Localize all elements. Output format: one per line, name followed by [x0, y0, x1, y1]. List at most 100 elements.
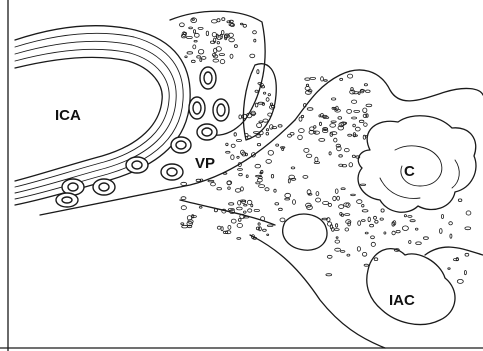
stipple-dot — [229, 203, 234, 205]
stipple-dot — [415, 228, 418, 230]
stipple-dot — [336, 224, 338, 228]
stipple-dot — [259, 185, 265, 188]
stipple-dot — [404, 215, 406, 217]
label-c: C — [404, 163, 415, 180]
stipple-dot — [219, 54, 224, 56]
stipple-dot — [185, 56, 187, 58]
stipple-dot — [231, 219, 236, 223]
stipple-dot — [331, 121, 336, 123]
stipple-dot — [466, 211, 471, 215]
stipple-dot — [266, 132, 269, 135]
stipple-dot — [423, 237, 428, 240]
stipple-dot — [363, 108, 367, 113]
stipple-dot — [181, 223, 184, 225]
stipple-dot — [363, 114, 367, 117]
stipple-dot — [323, 201, 329, 204]
stipple-dot — [332, 228, 335, 232]
label-vp: VP — [195, 155, 215, 172]
stipple-dot — [362, 204, 364, 207]
stipple-dot — [255, 164, 261, 168]
stipple-dot — [349, 163, 353, 167]
stipple-dot — [291, 167, 295, 169]
stipple-dot — [392, 231, 395, 235]
stipple-dot — [254, 39, 256, 42]
stipple-dot — [247, 200, 252, 204]
stipple-dot — [361, 220, 365, 222]
stipple-dot — [314, 131, 320, 134]
stipple-dot — [199, 206, 202, 208]
stipple-dot — [181, 206, 186, 210]
stipple-dot — [340, 78, 343, 80]
stipple-dot — [306, 84, 308, 86]
stipple-dot — [280, 218, 285, 222]
stipple-dot — [339, 155, 343, 157]
stipple-dot — [344, 148, 349, 151]
stipple-dot — [226, 231, 231, 234]
stipple-dot — [320, 122, 322, 125]
stipple-dot — [359, 120, 364, 122]
stipple-dot — [246, 175, 248, 178]
stipple-dot — [257, 143, 260, 145]
stipple-dot — [198, 49, 203, 54]
stipple-dot — [275, 203, 279, 205]
stipple-dot — [250, 54, 255, 58]
stipple-dot — [362, 252, 366, 256]
stipple-dot — [314, 162, 319, 164]
stipple-dot — [226, 151, 230, 153]
stipple-dot — [272, 127, 277, 129]
stipple-dot — [327, 255, 332, 258]
stipple-dot — [221, 227, 223, 231]
stipple-dot — [256, 175, 262, 177]
stipple-dot — [237, 223, 242, 227]
stipple-dot — [360, 184, 365, 186]
stipple-dot — [231, 144, 235, 147]
stipple-dot — [259, 121, 263, 123]
stipple-dot — [347, 109, 352, 113]
stipple-dot — [337, 196, 340, 200]
stipple-dot — [220, 60, 225, 64]
stipple-dot — [334, 138, 337, 142]
stipple-dot — [358, 221, 361, 226]
stipple-dot — [365, 232, 368, 234]
stipple-dot — [354, 110, 360, 112]
stipple-dot — [254, 132, 260, 134]
stipple-dot — [271, 174, 273, 178]
stipple-dot — [267, 225, 273, 227]
stipple-dot — [328, 203, 331, 206]
stipple-dot — [305, 78, 310, 80]
stipple-dot — [238, 169, 243, 171]
stipple-dot — [357, 200, 362, 204]
stipple-dot — [238, 219, 241, 222]
stipple-dot — [310, 77, 316, 79]
stipple-dot — [228, 225, 231, 229]
stipple-dot — [230, 54, 233, 58]
label-iac: IAC — [389, 292, 415, 309]
stipple-dot — [187, 52, 193, 54]
stipple-dot — [198, 27, 203, 29]
stipple-dot — [211, 20, 217, 23]
stipple-dot — [240, 23, 243, 25]
stipple-dot — [239, 173, 243, 175]
stipple-dot — [200, 59, 202, 62]
stipple-dot — [206, 31, 208, 36]
stipple-dot — [276, 144, 279, 146]
stipple-dot — [304, 148, 309, 152]
stipple-dot — [241, 187, 244, 191]
stipple-dot — [222, 18, 225, 21]
stipple-dot — [235, 189, 240, 193]
stipple-dot — [193, 45, 196, 49]
stipple-dot — [202, 57, 206, 60]
stipple-dot — [416, 242, 422, 245]
stipple-dot — [223, 173, 227, 175]
stipple-dot — [255, 103, 258, 107]
stipple-dot — [371, 242, 375, 246]
stipple-dot — [197, 56, 201, 58]
stipple-dot — [352, 155, 355, 157]
stipple-dot — [217, 188, 222, 190]
stipple-dot — [258, 223, 260, 225]
stipple-dot — [335, 189, 338, 194]
stipple-dot — [328, 222, 332, 226]
stipple-dot — [324, 128, 328, 130]
stipple-dot — [187, 36, 193, 38]
